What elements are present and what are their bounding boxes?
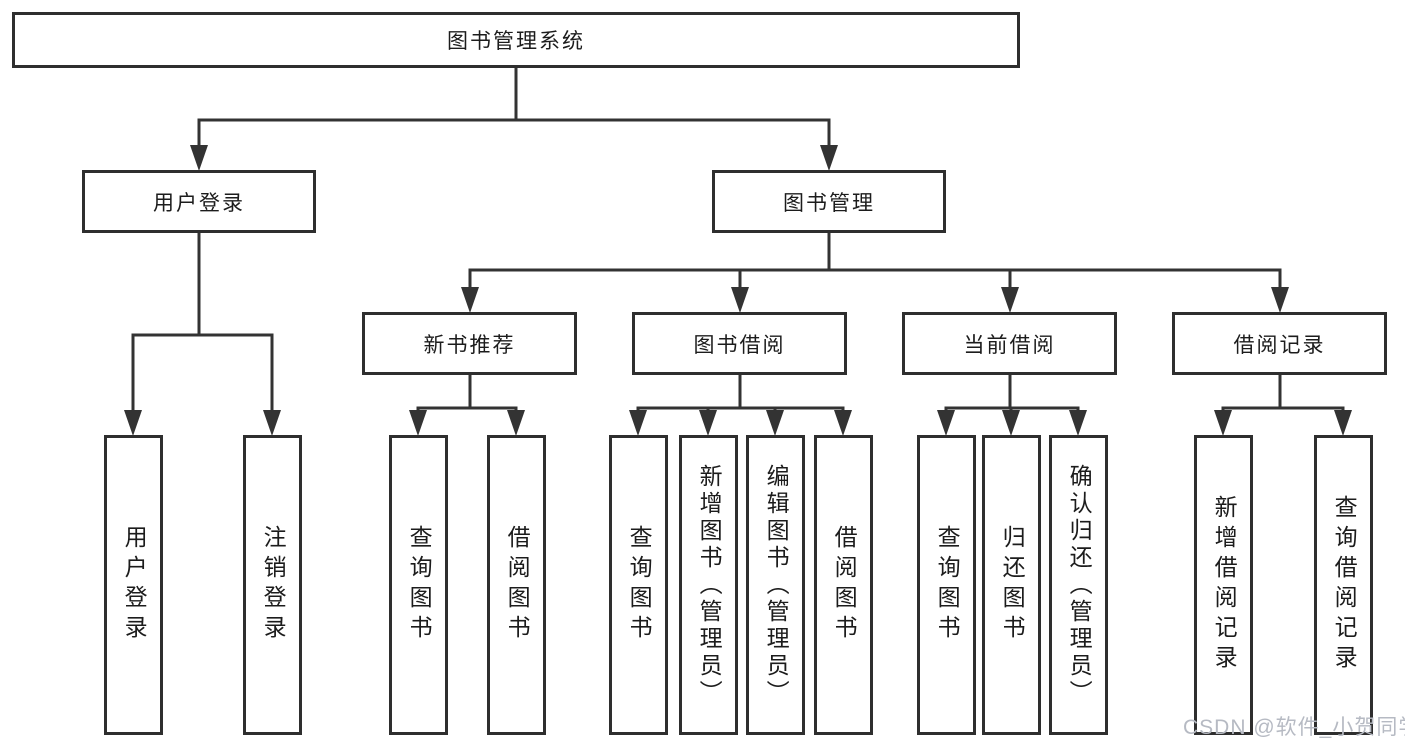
node-root: 图书管理系统 [12, 12, 1020, 68]
leaf-borrow-borrow-books-label: 借阅图书 [831, 525, 858, 645]
leaf-borrow-add-books-admin-label: 新增图书（管理员） [696, 463, 723, 707]
leaf-newbook-borrow-books-label: 借阅图书 [504, 525, 531, 645]
leaf-user-login: 用户登录 [104, 435, 163, 735]
node-root-label: 图书管理系统 [447, 30, 585, 53]
node-book-borrow: 图书借阅 [632, 312, 847, 375]
leaf-borrow-query-books: 查询图书 [609, 435, 668, 735]
csdn-watermark: CSDN @软件_小贺同学 [1183, 716, 1405, 739]
node-user-login: 用户登录 [82, 170, 316, 233]
leaf-current-confirm-return-admin-label: 确认归还（管理员） [1066, 463, 1093, 707]
leaf-logout-label: 注销登录 [260, 525, 287, 645]
leaf-newbook-query-books: 查询图书 [389, 435, 448, 735]
node-user-login-label: 用户登录 [153, 191, 245, 215]
leaf-user-login-label: 用户登录 [121, 525, 148, 645]
node-new-book-recommend: 新书推荐 [362, 312, 577, 375]
leaf-borrow-edit-books-admin-label: 编辑图书（管理员） [763, 463, 790, 707]
leaf-borrow-borrow-books: 借阅图书 [814, 435, 873, 735]
leaf-current-query-books: 查询图书 [917, 435, 976, 735]
leaf-current-confirm-return-admin: 确认归还（管理员） [1049, 435, 1108, 735]
leaf-record-query-record: 查询借阅记录 [1314, 435, 1373, 735]
leaf-current-return-books-label: 归还图书 [999, 525, 1026, 645]
node-book-borrow-label: 图书借阅 [693, 333, 786, 357]
node-book-management-label: 图书管理 [783, 191, 875, 215]
node-current-borrow-label: 当前借阅 [963, 333, 1056, 357]
leaf-newbook-query-books-label: 查询图书 [406, 525, 433, 645]
node-borrow-record: 借阅记录 [1172, 312, 1387, 375]
leaf-record-add-record: 新增借阅记录 [1194, 435, 1253, 735]
node-book-management: 图书管理 [712, 170, 946, 233]
leaf-logout: 注销登录 [243, 435, 302, 735]
node-current-borrow: 当前借阅 [902, 312, 1117, 375]
leaf-current-query-books-label: 查询图书 [934, 525, 961, 645]
leaf-borrow-query-books-label: 查询图书 [626, 525, 653, 645]
leaf-newbook-borrow-books: 借阅图书 [487, 435, 546, 735]
leaf-borrow-edit-books-admin: 编辑图书（管理员） [746, 435, 805, 735]
leaf-current-return-books: 归还图书 [982, 435, 1041, 735]
node-new-book-recommend-label: 新书推荐 [423, 333, 516, 357]
leaf-borrow-add-books-admin: 新增图书（管理员） [679, 435, 738, 735]
node-borrow-record-label: 借阅记录 [1233, 333, 1326, 357]
leaf-record-add-record-label: 新增借阅记录 [1211, 495, 1238, 675]
leaf-record-query-record-label: 查询借阅记录 [1331, 495, 1358, 675]
